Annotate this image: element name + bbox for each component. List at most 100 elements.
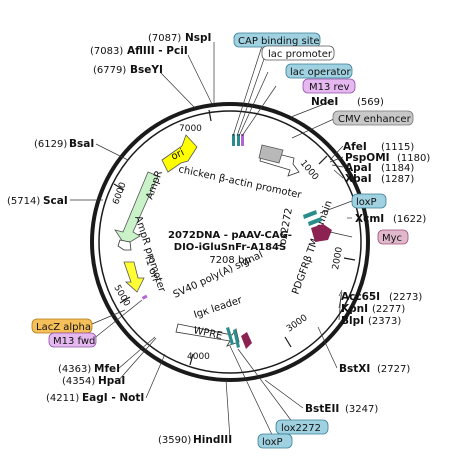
- svg-text:(4363): (4363): [58, 364, 91, 375]
- site-scai: (5714) ScaI: [7, 195, 68, 207]
- svg-text:M13 rev: M13 rev: [309, 82, 350, 93]
- backbone-inner-ring: [98, 110, 362, 374]
- site-blpi: BlpI (2373): [341, 315, 401, 327]
- svg-text:lox2272: lox2272: [281, 423, 321, 434]
- label-loxp-bottom: loxP: [257, 433, 293, 449]
- svg-text:PspOMI: PspOMI: [345, 152, 390, 164]
- svg-text:(3590): (3590): [158, 435, 191, 446]
- svg-text:BstXI: BstXI: [339, 363, 370, 375]
- svg-text:lac operator: lac operator: [290, 67, 351, 78]
- site-hpai: (4354) HpaI: [62, 375, 125, 387]
- backbone-outer-ring: [90, 102, 370, 382]
- label-lac-promoter: lac promoter: [261, 45, 335, 61]
- site-acc65i: Acc65I (2273): [341, 291, 422, 303]
- leader-lines: [70, 42, 353, 442]
- svg-text:AflIII - PciI: AflIII - PciI: [127, 45, 188, 57]
- site-hindiii: (3590) HindIII: [158, 434, 232, 446]
- site-afliii-pcii: (7083) AflIII - PciI: [90, 45, 188, 57]
- svg-text:(1184): (1184): [381, 163, 414, 174]
- ori-label: ori: [170, 147, 186, 162]
- tick-label-7000: 7000: [179, 124, 202, 134]
- site-kpni: KpnI (2277): [341, 303, 405, 315]
- scale-ticks: [113, 109, 356, 366]
- svg-text:BseYI: BseYI: [130, 64, 163, 76]
- svg-text:(1115): (1115): [381, 142, 414, 153]
- svg-text:(7083): (7083): [90, 46, 123, 57]
- svg-text:Myc: Myc: [382, 233, 402, 244]
- tick-label-4000: 4000: [187, 352, 210, 362]
- tick-label-3000: 3000: [285, 313, 310, 334]
- svg-text:(3247): (3247): [345, 404, 378, 415]
- site-bseyi: (6779) BseYI: [93, 64, 163, 76]
- lox-site-bottom-1: [226, 327, 234, 345]
- svg-text:loxP: loxP: [262, 437, 283, 448]
- site-bstxi: BstXI (2727): [339, 363, 410, 375]
- tick-label-1000: 1000: [298, 159, 321, 183]
- m13-marker: [241, 134, 244, 146]
- label-lac-operator: lac operator: [285, 63, 353, 79]
- ampr-arrow: [114, 171, 159, 246]
- svg-text:BstEII: BstEII: [305, 403, 339, 415]
- svg-text:M13 fwd: M13 fwd: [53, 336, 95, 347]
- label-m13-rev: M13 rev: [302, 78, 356, 94]
- svg-text:BsaI: BsaI: [69, 138, 94, 150]
- svg-text:XcmI: XcmI: [355, 213, 384, 225]
- site-xbai: XbaI (1287): [345, 173, 414, 185]
- svg-text:loxP: loxP: [356, 197, 377, 208]
- site-ndei: NdeI (569): [311, 96, 384, 108]
- svg-text:(1180): (1180): [397, 153, 430, 164]
- svg-text:HpaI: HpaI: [98, 375, 125, 387]
- wpre-label: WPRE: [192, 325, 223, 342]
- lox-site-bottom-2: [233, 329, 240, 348]
- svg-text:(2273): (2273): [389, 292, 422, 303]
- tick-label-2000: 2000: [331, 246, 345, 271]
- myc-tag: [311, 224, 332, 242]
- svg-text:XbaI: XbaI: [345, 173, 372, 185]
- svg-text:(2277): (2277): [372, 304, 405, 315]
- svg-text:Acc65I: Acc65I: [341, 291, 380, 303]
- lac-operator-marker: [237, 134, 240, 146]
- svg-text:ApaI: ApaI: [345, 162, 372, 174]
- m13-rev-marker: [232, 134, 235, 146]
- ampr-promoter-arrow: [117, 239, 132, 251]
- label-lacz-alpha: LacZ alpha: [31, 318, 93, 334]
- svg-text:AfeI: AfeI: [343, 141, 367, 153]
- label-cap-binding-site: CAP binding site: [233, 32, 321, 48]
- svg-text:(4354): (4354): [62, 376, 95, 387]
- svg-text:(2373): (2373): [368, 316, 401, 327]
- svg-text:NspI: NspI: [185, 32, 211, 44]
- svg-text:(7087): (7087): [148, 33, 181, 44]
- svg-text:(4211): (4211): [46, 393, 79, 404]
- plasmid-name-line1: 2072DNA - pAAV-CAG-: [168, 230, 292, 241]
- site-bsai: (6129) BsaI: [34, 138, 94, 150]
- plasmid-size: 7208 bp: [209, 255, 250, 266]
- label-myc: Myc: [377, 229, 409, 245]
- svg-text:CAP binding site: CAP binding site: [238, 36, 320, 47]
- site-eagi-noti: (4211) EagI - NotI: [46, 392, 144, 404]
- cmv-enhancer-block: [258, 144, 284, 164]
- f1-ori-arrow: [123, 261, 145, 293]
- svg-text:(6129): (6129): [34, 139, 67, 150]
- svg-text:ScaI: ScaI: [43, 195, 68, 207]
- svg-text:KpnI: KpnI: [341, 303, 368, 315]
- site-nspi: (7087) NspI: [148, 32, 211, 44]
- svg-text:EagI - NotI: EagI - NotI: [82, 392, 144, 404]
- svg-text:(569): (569): [357, 97, 384, 108]
- lacz-marker: [141, 294, 148, 300]
- svg-text:(5714): (5714): [7, 196, 40, 207]
- svg-text:MfeI: MfeI: [94, 363, 120, 375]
- label-cmv-enhancer: CMV enhancer: [332, 110, 414, 126]
- svg-text:lac promoter: lac promoter: [268, 49, 333, 60]
- label-lox2272-bottom: lox2272: [275, 419, 329, 435]
- chicken-actin-promoter-label: chicken β-actin promoter: [177, 164, 303, 201]
- site-xcmi: XcmI (1622): [355, 213, 426, 225]
- loxp-site-top: [303, 210, 322, 226]
- site-apai: ApaI (1184): [345, 162, 414, 174]
- svg-text:HindIII: HindIII: [193, 434, 232, 446]
- site-afei: AfeI (1115): [343, 141, 414, 153]
- plasmid-name-line2: DIO-iGluSnFr-A184S: [174, 242, 286, 253]
- igk-label: Igκ leader: [193, 295, 245, 321]
- label-loxp-top: loxP: [351, 193, 387, 209]
- svg-text:(6779): (6779): [93, 65, 126, 76]
